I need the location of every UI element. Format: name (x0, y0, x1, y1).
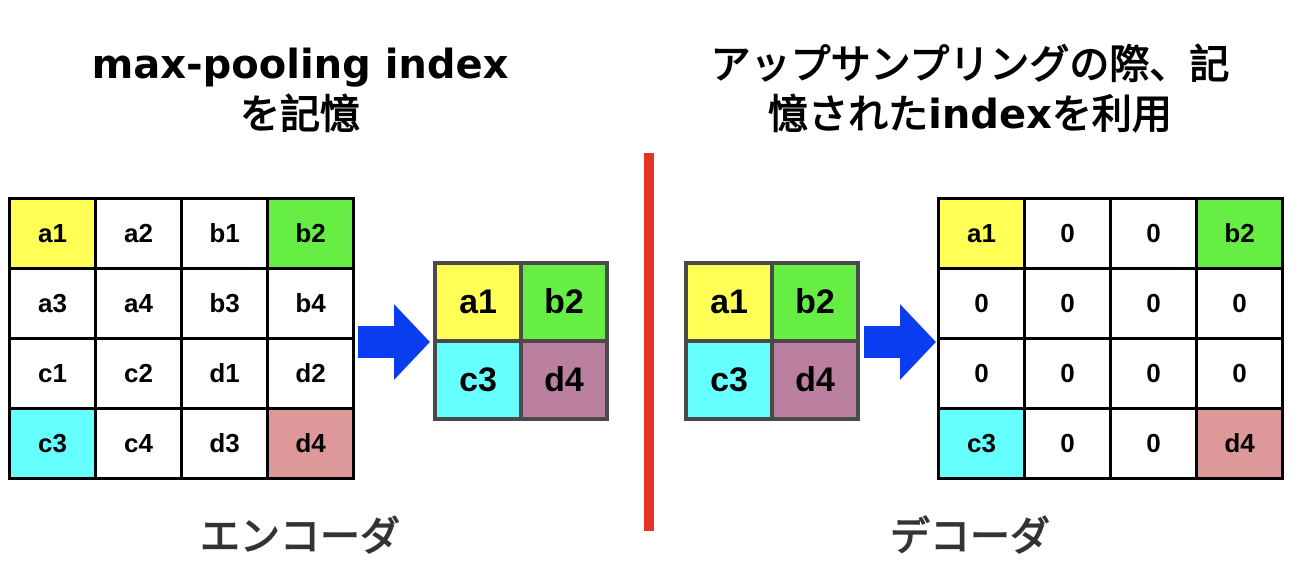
grid-cell: d2 (269, 340, 355, 410)
grid-cell: 0 (1026, 200, 1112, 270)
decoder-title-line-2: 憶されたindexを利用 (768, 92, 1172, 138)
decoder-title: アップサンプリングの際、記 憶されたindexを利用 (680, 40, 1260, 140)
grid-cell: 0 (940, 340, 1026, 410)
grid-cell: a2 (97, 200, 183, 270)
grid-cell: 0 (1112, 200, 1198, 270)
grid-cell: b3 (183, 270, 269, 340)
decoder-title-line-1: アップサンプリングの際、記 (710, 42, 1230, 88)
grid-cell: c4 (97, 410, 183, 480)
grid-cell: c1 (11, 340, 97, 410)
grid-cell: c3 (688, 343, 774, 421)
grid-cell: d4 (269, 410, 355, 480)
grid-cell: d4 (523, 343, 609, 421)
grid-cell: c2 (97, 340, 183, 410)
grid-cell: b2 (269, 200, 355, 270)
grid-cell: a4 (97, 270, 183, 340)
grid-cell: a1 (11, 200, 97, 270)
grid-cell: b2 (1198, 200, 1284, 270)
grid-cell: 0 (940, 270, 1026, 340)
grid-cell: d1 (183, 340, 269, 410)
grid-cell: b2 (774, 265, 860, 343)
grid-cell: c3 (940, 410, 1026, 480)
grid-cell: 0 (1026, 340, 1112, 410)
grid-cell: a3 (11, 270, 97, 340)
grid-cell: a1 (437, 265, 523, 343)
encoder-title-line-2: を記憶 (240, 92, 360, 138)
grid-cell: d4 (1198, 410, 1284, 480)
grid-cell: a1 (688, 265, 774, 343)
decoder-arrow-icon (864, 304, 936, 380)
grid-cell: b2 (523, 265, 609, 343)
grid-cell: c3 (437, 343, 523, 421)
encoder-arrow-icon (358, 304, 430, 380)
encoder-title: max-pooling index を記憶 (50, 40, 550, 140)
grid-cell: d4 (774, 343, 860, 421)
grid-cell: b4 (269, 270, 355, 340)
grid-cell: 0 (1026, 410, 1112, 480)
grid-cell: a1 (940, 200, 1026, 270)
grid-cell: d3 (183, 410, 269, 480)
grid-cell: b1 (183, 200, 269, 270)
encoder-title-line-1: max-pooling index (91, 42, 509, 88)
grid-cell: c3 (11, 410, 97, 480)
grid-cell: 0 (1112, 270, 1198, 340)
grid-cell: 0 (1198, 340, 1284, 410)
grid-cell: 0 (1026, 270, 1112, 340)
decoder-caption: デコーダ (890, 514, 1050, 560)
section-divider (644, 153, 654, 531)
grid-cell: 0 (1112, 340, 1198, 410)
grid-cell: 0 (1198, 270, 1284, 340)
encoder-caption: エンコーダ (200, 514, 400, 560)
grid-cell: 0 (1112, 410, 1198, 480)
